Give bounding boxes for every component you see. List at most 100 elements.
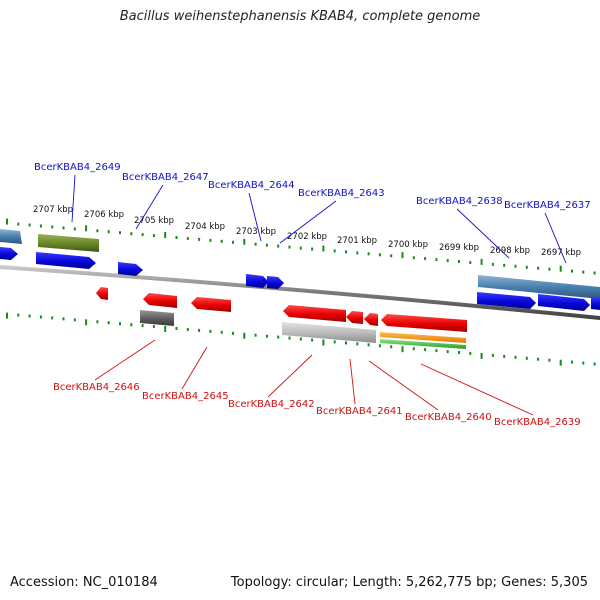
minor-tick: [96, 229, 99, 233]
minor-tick: [424, 348, 427, 352]
gene-label-top[interactable]: BcerKBAB4_2637: [504, 200, 591, 211]
minor-tick: [265, 334, 268, 338]
minor-tick: [51, 316, 54, 320]
minor-tick: [356, 251, 359, 255]
minor-tick: [571, 269, 573, 273]
gene-forward[interactable]: [538, 294, 590, 311]
minor-tick: [62, 226, 65, 230]
minor-tick: [367, 252, 370, 256]
gene-label-top[interactable]: BcerKBAB4_2647: [122, 172, 209, 183]
minor-tick: [254, 333, 257, 337]
minor-tick: [514, 355, 517, 359]
accession-text: Accession: NC_010184: [10, 575, 158, 590]
minor-tick: [469, 352, 472, 355]
gene-forward[interactable]: [0, 247, 18, 260]
minor-tick: [73, 227, 76, 231]
minor-tick: [17, 222, 20, 226]
gene-label-top[interactable]: BcerKBAB4_2644: [208, 180, 295, 191]
major-tick: [243, 238, 246, 245]
gene-reverse[interactable]: [364, 313, 378, 326]
major-tick: [322, 339, 325, 346]
gene-forward[interactable]: [267, 276, 284, 289]
major-tick: [164, 232, 167, 238]
minor-tick: [107, 321, 110, 325]
minor-tick: [446, 350, 449, 354]
gene-label-bottom[interactable]: BcerKBAB4_2639: [494, 417, 581, 428]
minor-tick: [209, 329, 212, 333]
gene-label-top[interactable]: BcerKBAB4_2638: [416, 196, 503, 207]
gene-forward[interactable]: [118, 262, 143, 276]
major-tick: [243, 332, 246, 339]
gene-lightgray[interactable]: [282, 322, 376, 343]
minor-tick: [491, 262, 494, 266]
minor-tick: [265, 243, 268, 247]
gene-reverse[interactable]: [381, 314, 467, 332]
gene-forward[interactable]: [36, 252, 96, 269]
gene-label-bottom[interactable]: BcerKBAB4_2645: [142, 391, 229, 402]
minor-tick: [378, 253, 381, 257]
gene-orange[interactable]: [380, 332, 466, 343]
gene-label-bottom[interactable]: BcerKBAB4_2640: [405, 412, 492, 423]
ruler-label: 2707 kbp: [33, 205, 73, 215]
gene-reverse[interactable]: [191, 297, 231, 312]
minor-tick: [582, 361, 585, 365]
gene-label-bottom[interactable]: BcerKBAB4_2641: [316, 406, 403, 417]
minor-tick: [220, 330, 223, 334]
minor-tick: [28, 223, 31, 227]
major-tick: [85, 225, 88, 232]
minor-tick: [28, 314, 31, 318]
gene-forward[interactable]: [591, 297, 600, 310]
minor-tick: [333, 340, 336, 344]
gene-label-bottom[interactable]: BcerKBAB4_2646: [53, 382, 140, 393]
major-tick: [6, 312, 8, 319]
gene-steel-left[interactable]: [0, 229, 22, 244]
gene-steel-right[interactable]: [478, 275, 600, 299]
leader-line: [349, 358, 356, 405]
minor-tick: [288, 336, 291, 340]
ruler-label: 2703 kbp: [236, 227, 276, 237]
ruler-label: 2702 kbp: [287, 232, 327, 242]
major-tick: [480, 258, 483, 265]
gene-forward[interactable]: [246, 274, 269, 288]
minor-tick: [345, 341, 347, 345]
gene-reverse[interactable]: [143, 293, 177, 308]
gene-darkgray[interactable]: [140, 310, 174, 326]
ruler-label: 2699 kbp: [439, 243, 479, 253]
leader-line: [456, 208, 510, 259]
leader-line: [94, 339, 156, 381]
minor-tick: [333, 249, 336, 253]
gene-label-bottom[interactable]: BcerKBAB4_2642: [228, 399, 315, 410]
gene-label-top[interactable]: BcerKBAB4_2643: [298, 188, 385, 199]
gene-labels: BcerKBAB4_2649BcerKBAB4_2647BcerKBAB4_26…: [34, 162, 591, 428]
minor-tick: [232, 331, 234, 335]
gene-reverse[interactable]: [283, 305, 346, 322]
major-tick: [85, 319, 88, 326]
minor-tick: [277, 244, 280, 248]
minor-tick: [548, 358, 551, 362]
gene-olive[interactable]: [38, 234, 99, 252]
minor-tick: [186, 328, 189, 331]
minor-tick: [96, 320, 99, 324]
minor-tick: [288, 245, 291, 249]
gene-reverse[interactable]: [346, 311, 363, 324]
minor-tick: [503, 263, 506, 267]
minor-tick: [39, 315, 42, 319]
minor-tick: [593, 271, 596, 275]
minor-tick: [537, 357, 540, 361]
gene-label-top[interactable]: BcerKBAB4_2649: [34, 162, 121, 173]
minor-tick: [198, 237, 201, 241]
gene-green[interactable]: [380, 339, 466, 349]
minor-tick: [254, 242, 257, 246]
gene-forward[interactable]: [477, 292, 536, 309]
minor-tick: [582, 270, 585, 274]
minor-tick: [571, 360, 573, 364]
ruler-label: 2701 kbp: [337, 236, 377, 246]
major-tick: [559, 265, 562, 272]
major-tick: [6, 218, 8, 225]
gene-reverse[interactable]: [96, 287, 108, 300]
minor-tick: [107, 230, 110, 234]
minor-tick: [424, 257, 427, 261]
leader-line: [135, 184, 164, 230]
minor-tick: [277, 335, 280, 339]
